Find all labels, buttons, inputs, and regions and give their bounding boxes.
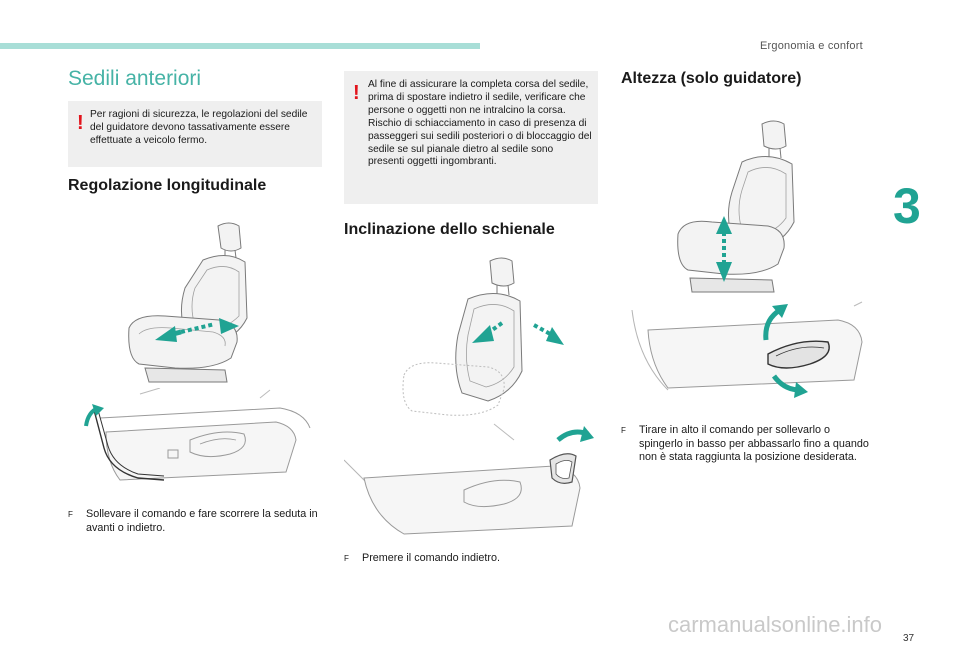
heading-longitudinal: Regolazione longitudinale: [68, 177, 267, 194]
page-number: 37: [903, 633, 915, 644]
step-backrest: F Premere il comando indietro.: [344, 552, 598, 566]
step-bullet: F: [621, 426, 626, 435]
warning-icon: !: [353, 82, 360, 104]
warning-icon: !: [77, 112, 84, 134]
step-bullet: F: [68, 510, 73, 519]
step-longitudinal: F Sollevare il comando e fare scorrere l…: [68, 508, 322, 535]
heading-height: Altezza (solo guidatore): [621, 70, 802, 87]
step-text: Tirare in alto il comando per sollevarlo…: [639, 424, 869, 463]
seat-longitudinal-illustration: [115, 218, 265, 388]
heading-backrest: Inclinazione dello schienale: [344, 221, 555, 238]
page-title: Sedili anteriori: [68, 67, 202, 90]
warning-text: Per ragioni di sicurezza, le regolazioni…: [90, 109, 308, 146]
chapter-number: 3: [893, 178, 921, 234]
step-height: F Tirare in alto il comando per sollevar…: [621, 424, 875, 465]
header-accent-bar: [0, 43, 480, 49]
height-lever-illustration: [628, 300, 868, 404]
seat-backrest-illustration: [396, 255, 568, 435]
seat-rail-lever-illustration: [80, 388, 316, 486]
crush-warning-box: ! Al fine di assicurare la completa cors…: [344, 71, 598, 204]
seat-height-illustration: [672, 118, 812, 296]
step-text: Sollevare il comando e fare scorrere la …: [86, 508, 318, 534]
step-text: Premere il comando indietro.: [362, 552, 501, 564]
safety-warning-box: ! Per ragioni di sicurezza, le regolazio…: [68, 101, 322, 167]
warning-text: Al fine di assicurare la completa corsa …: [368, 79, 592, 168]
watermark: carmanualsonline.info: [668, 612, 883, 637]
section-name: Ergonomia e confort: [760, 40, 863, 52]
backrest-lever-illustration: [344, 420, 594, 540]
step-bullet: F: [344, 554, 349, 563]
